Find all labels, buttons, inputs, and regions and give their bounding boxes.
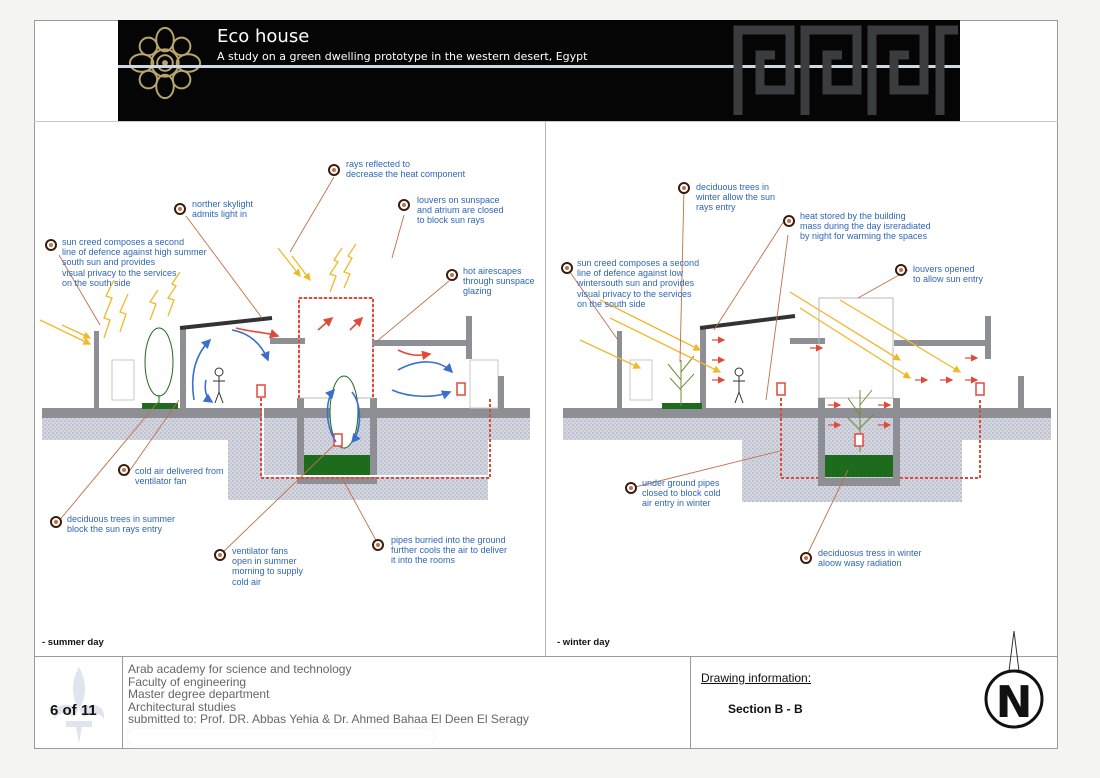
title-block: 6 of 11 Arab academy for science and tec… bbox=[34, 630, 1058, 749]
panel-divider bbox=[545, 121, 546, 656]
annotation-cold-air: cold air delivered from ventilator fan bbox=[135, 466, 224, 487]
page-title: Eco house bbox=[217, 26, 310, 47]
north-label: N bbox=[996, 677, 1033, 728]
annotation-winter-radiation: deciduosus tress in winter aloow wasy ra… bbox=[818, 548, 922, 569]
page-subtitle: A study on a green dwelling prototype in… bbox=[217, 50, 588, 63]
title-block-divider bbox=[690, 657, 691, 749]
panel-separator bbox=[34, 121, 1058, 122]
annotation-winter-trees: deciduous trees in winter allow the sun … bbox=[696, 182, 776, 213]
annotation-louvers-opened: louvers opened to allow sun entry bbox=[913, 264, 984, 285]
institution-info: Arab academy for science and technology … bbox=[128, 662, 529, 727]
annotation-buried-pipes: pipes burried into the ground further co… bbox=[391, 535, 508, 566]
summer-caption: - summer day bbox=[42, 637, 104, 648]
annotation-heat-stored: heat stored by the building mass during … bbox=[800, 211, 931, 242]
annotation-summer-trees: deciduous trees in summer block the sun … bbox=[67, 514, 176, 535]
winter-caption: - winter day bbox=[557, 637, 610, 648]
redacted-author bbox=[128, 729, 434, 745]
annotation-hot-air-escapes: hot airescapes through sunspace glazing bbox=[463, 266, 535, 297]
summer-section bbox=[39, 176, 530, 556]
title-block-divider bbox=[122, 657, 123, 749]
annotation-ventilator-fans: ventilator fans open in summer morning t… bbox=[232, 546, 304, 587]
fleur-de-lis-watermark-icon bbox=[53, 667, 105, 743]
greek-key-ornament-icon bbox=[733, 25, 958, 115]
banner-rule bbox=[118, 65, 960, 68]
annotation-louvers-closed: louvers on sunspace and atrium are close… bbox=[417, 195, 504, 226]
north-arrow-icon: N bbox=[984, 630, 1044, 729]
rosette-logo-icon bbox=[128, 26, 202, 100]
sheet-number: 6 of 11 bbox=[50, 702, 97, 719]
annotation-summer-sun-creed: sun creed composes a second line of defe… bbox=[62, 237, 207, 288]
annotation-rays-reflected: rays reflected to decrease the heat comp… bbox=[346, 159, 466, 180]
annotation-underground-pipes: under ground pipes closed to block cold … bbox=[642, 478, 721, 509]
drawing-info-label: Drawing information: bbox=[701, 671, 812, 685]
winter-section bbox=[563, 187, 1051, 558]
drawing-info-value: Section B - B bbox=[728, 702, 803, 716]
annotation-north-skylight: norther skylight admits light in bbox=[192, 199, 254, 220]
title-banner: Eco house A study on a green dwelling pr… bbox=[118, 20, 960, 121]
annotation-winter-sun-creed: sun creed composes a second line of defe… bbox=[577, 258, 700, 309]
